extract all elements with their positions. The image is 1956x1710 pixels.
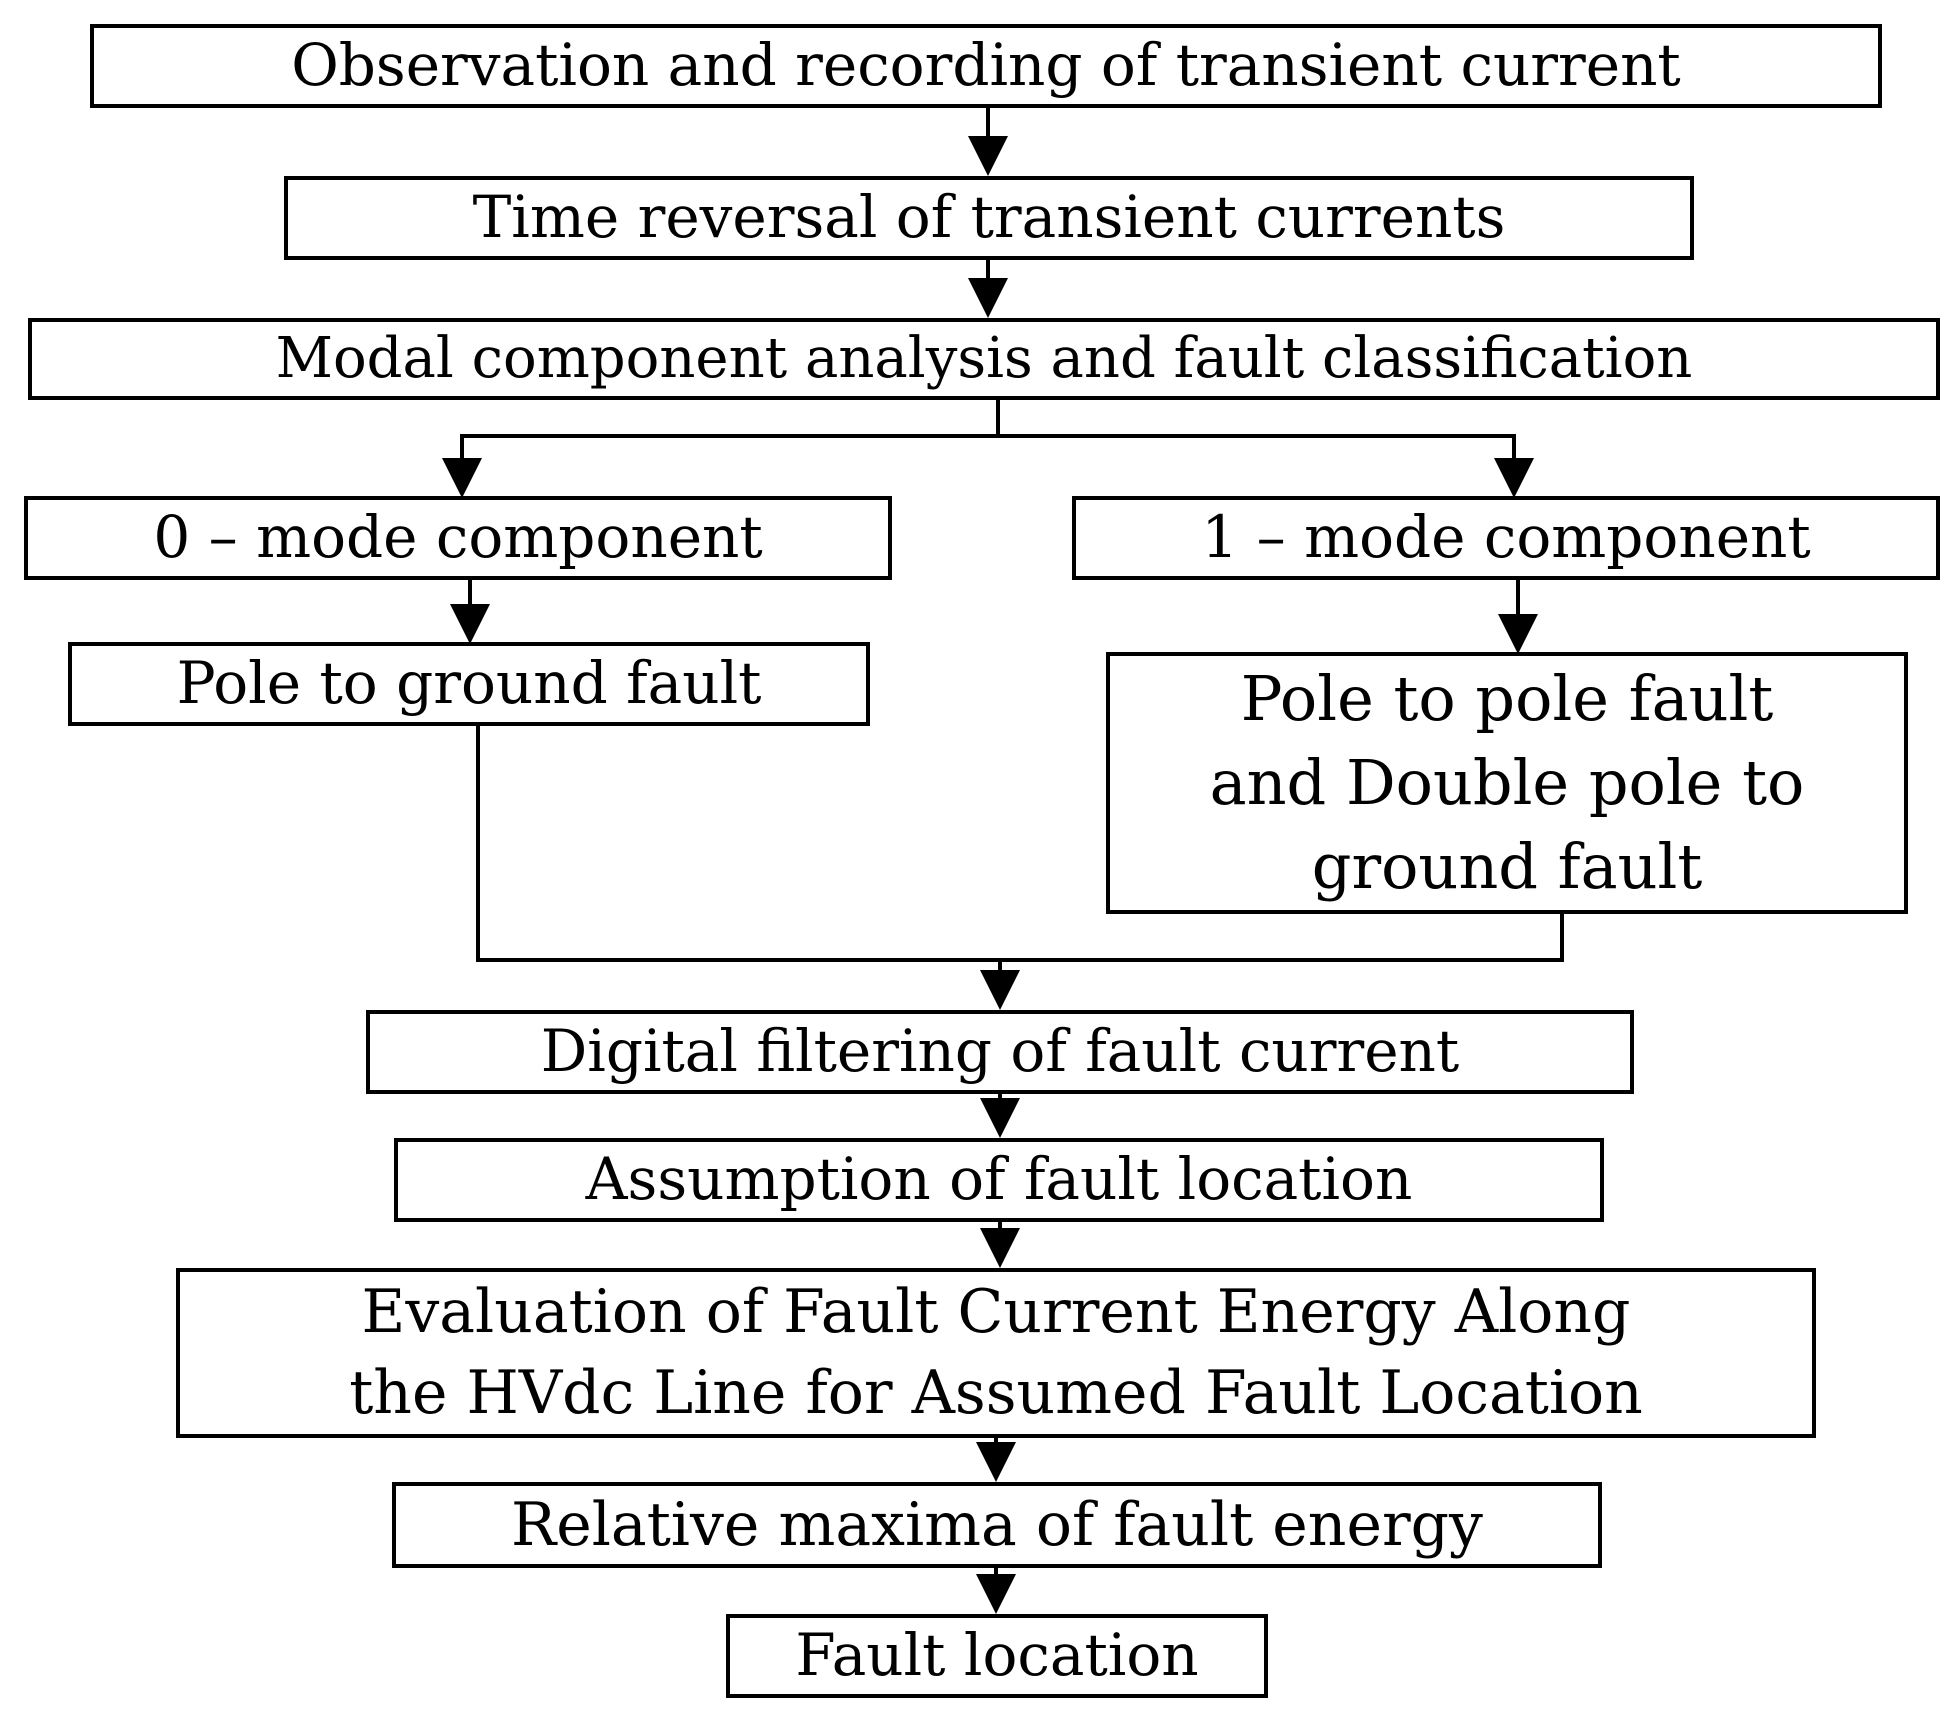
step-relative-maxima: Relative maxima of fault energy (392, 1482, 1602, 1568)
step-time-reversal-label: Time reversal of transient currents (472, 183, 1506, 252)
step-time-reversal: Time reversal of transient currents (284, 176, 1694, 260)
step-assumption-of-fault-location-label: Assumption of fault location (585, 1145, 1413, 1214)
step-observation-label: Observation and recording of transient c… (291, 31, 1681, 100)
step-mode1-component: 1 – mode component (1072, 496, 1940, 580)
step-pole-to-pole-fault: Pole to pole fault and Double pole to gr… (1106, 652, 1908, 914)
step-pole-to-ground-fault: Pole to ground fault (68, 642, 870, 726)
step-mode0-component-label: 0 – mode component (153, 503, 763, 572)
step-fault-location: Fault location (726, 1614, 1268, 1698)
step-fault-location-label: Fault location (795, 1621, 1199, 1690)
step-assumption-of-fault-location: Assumption of fault location (394, 1138, 1604, 1222)
step-modal-analysis-label: Modal component analysis and fault class… (275, 325, 1693, 391)
step-pole-to-ground-fault-label: Pole to ground fault (176, 649, 762, 718)
step-observation: Observation and recording of transient c… (90, 24, 1882, 108)
step-evaluation-of-energy: Evaluation of Fault Current Energy Along… (176, 1268, 1816, 1438)
step-pole-to-pole-fault-line-1: Pole to pole fault (1240, 662, 1774, 736)
step-pole-to-pole-fault-line-3: ground fault (1311, 829, 1703, 903)
step-mode0-component: 0 – mode component (24, 496, 892, 580)
step-evaluation-of-energy-line-1: Evaluation of Fault Current Energy Along (361, 1277, 1631, 1347)
step-mode1-component-label: 1 – mode component (1201, 503, 1811, 572)
step-evaluation-of-energy-line-2: the HVdc Line for Assumed Fault Location (349, 1358, 1643, 1428)
step-pole-to-pole-fault-line-2: and Double pole to (1209, 746, 1805, 820)
step-modal-analysis: Modal component analysis and fault class… (28, 318, 1940, 400)
step-digital-filtering: Digital filtering of fault current (366, 1010, 1634, 1094)
step-digital-filtering-label: Digital filtering of fault current (540, 1017, 1460, 1086)
step-relative-maxima-label: Relative maxima of fault energy (511, 1490, 1483, 1560)
